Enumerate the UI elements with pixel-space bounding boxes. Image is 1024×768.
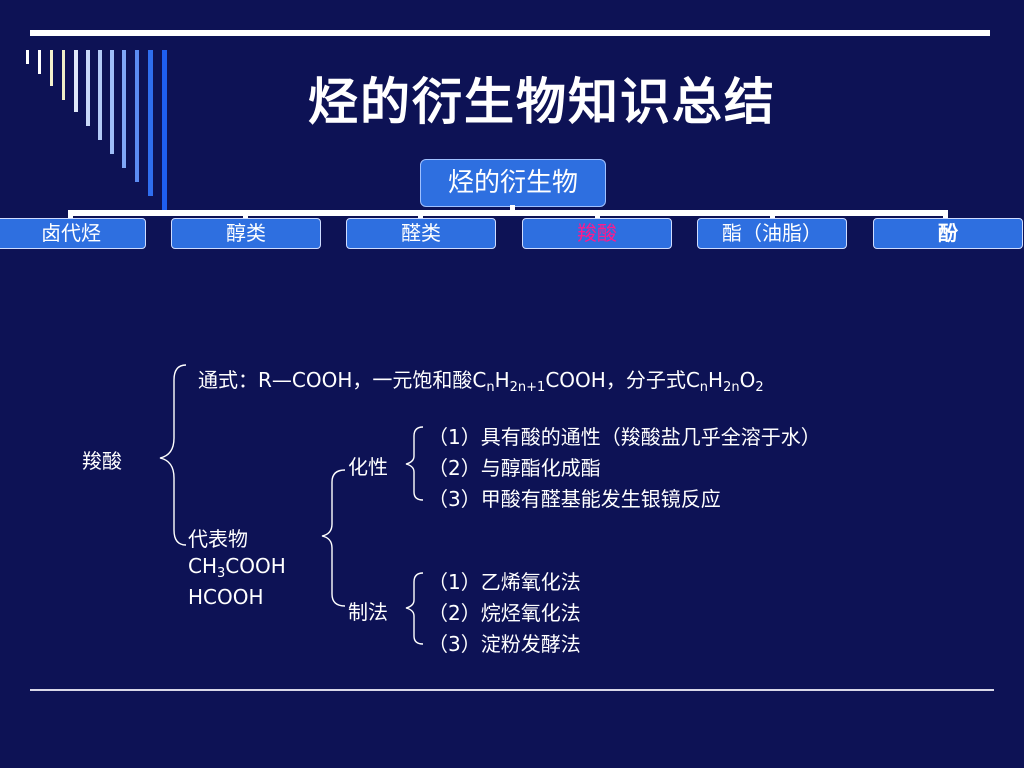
branch-haloalkane: 卤代烃	[0, 218, 146, 249]
representative-formic-acid: HCOOH	[188, 585, 264, 609]
properties-label: 化性	[348, 455, 388, 479]
top-rule	[30, 30, 990, 36]
branch-tick	[943, 210, 948, 220]
general-formula: 通式：R—COOH，一元饱和酸CnH2n+1COOH，分子式CnH2nO2	[198, 368, 764, 395]
decorative-stripes	[26, 50, 167, 210]
branch-tick	[418, 210, 423, 220]
root-connector	[510, 205, 515, 213]
main-label: 羧酸	[82, 449, 122, 473]
representative-acetic-acid: CH3COOH	[188, 554, 286, 581]
methods-label: 制法	[348, 600, 388, 624]
branch-aldehyde: 醛类	[346, 218, 496, 249]
page-title: 烃的衍生物知识总结	[308, 72, 776, 131]
representative-label: 代表物	[188, 527, 248, 551]
branch-phenol: 酚	[873, 218, 1023, 249]
property-item: （3）甲酸有醛基能发生银镜反应	[428, 487, 721, 511]
method-item: （1）乙烯氧化法	[428, 570, 581, 594]
property-item: （1）具有酸的通性（羧酸盐几乎全溶于水）	[428, 425, 821, 449]
branch-carboxylic-acid: 羧酸	[522, 218, 672, 249]
method-item: （3）淀粉发酵法	[428, 632, 581, 656]
property-item: （2）与醇酯化成酯	[428, 456, 601, 480]
branch-ester: 酯（油脂）	[697, 218, 847, 249]
branch-tick	[68, 210, 73, 220]
tree-connector-line	[68, 210, 948, 216]
method-item: （2）烷烃氧化法	[428, 601, 581, 625]
branch-alcohol: 醇类	[171, 218, 321, 249]
bottom-rule	[30, 689, 994, 691]
branch-tick	[770, 210, 775, 220]
branch-tick	[243, 210, 248, 220]
branch-tick	[595, 210, 600, 220]
